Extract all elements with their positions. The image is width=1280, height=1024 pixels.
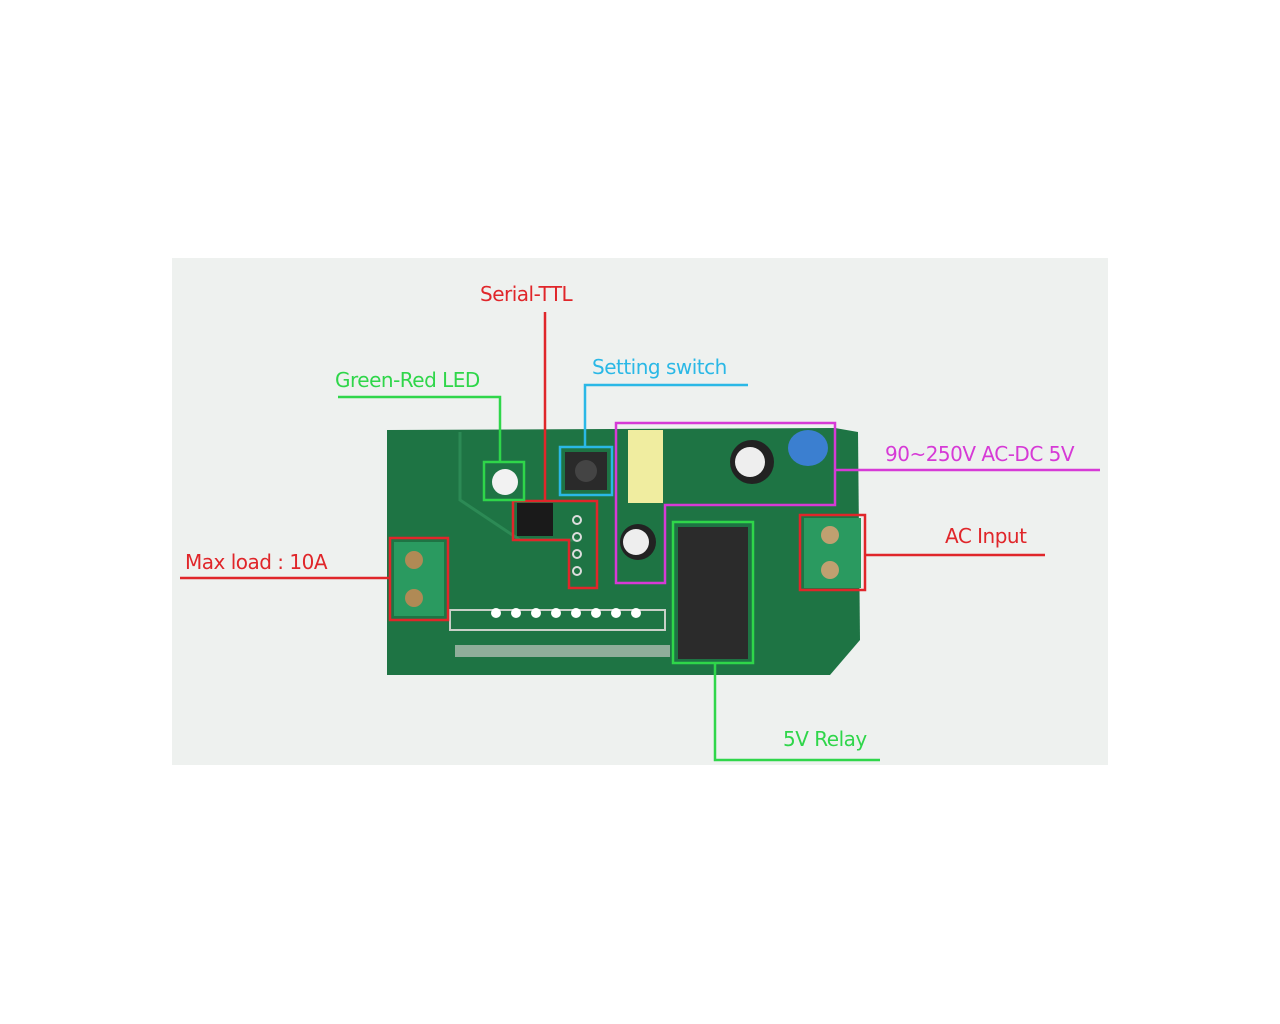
led-component [492,469,518,495]
setting-switch-callout [558,383,748,497]
setting-switch-label: Setting switch [592,355,727,379]
serial-ttl-label: Serial-TTL [480,282,573,306]
relay-component [678,527,748,659]
relay-label: 5V Relay [783,727,867,751]
ac-input-label: AC Input [945,524,1027,548]
max-load-callout [180,536,450,622]
terminal-blocks [394,518,861,616]
setting-button-component [565,452,607,490]
green-red-led-callout [338,395,526,502]
power-supply-label: 90~250V AC-DC 5V [885,442,1075,466]
power-supply-components [620,430,828,560]
serial-chip-component [517,503,582,576]
relay-callout [671,520,880,762]
power-supply-callout [614,421,1100,585]
max-load-label: Max load : 10A [185,550,328,574]
serial-ttl-callout [511,312,599,590]
ac-input-callout [798,513,1045,592]
green-red-led-label: Green-Red LED [335,368,480,392]
